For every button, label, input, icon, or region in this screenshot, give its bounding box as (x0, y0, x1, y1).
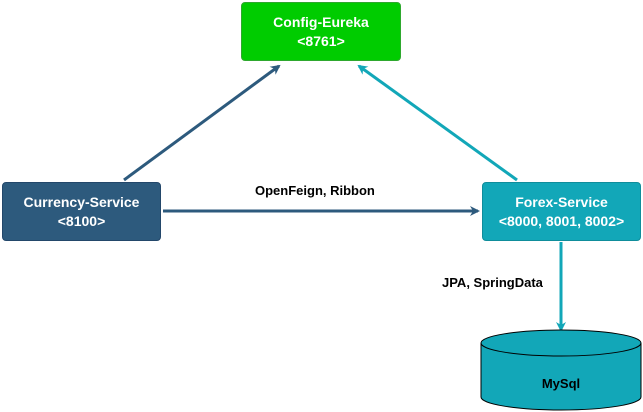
node-forex-service: Forex-Service <8000, 8001, 8002> (482, 182, 641, 241)
node-forex-service-port: <8000, 8001, 8002> (498, 212, 625, 229)
database-cylinder (480, 329, 642, 411)
edge-currency-to-eureka (123, 64, 281, 182)
edge-label-jpa-springdata: JPA, SpringData (442, 275, 543, 290)
node-config-eureka-port: <8761> (297, 32, 345, 49)
node-currency-service-name: Currency-Service (23, 193, 140, 210)
edge-label-openfeign-ribbon: OpenFeign, Ribbon (255, 183, 375, 198)
node-config-eureka-name: Config-Eureka (273, 13, 369, 30)
node-currency-service: Currency-Service <8100> (2, 182, 161, 241)
node-forex-service-name: Forex-Service (515, 193, 608, 210)
node-currency-service-port: <8100> (57, 212, 106, 229)
node-config-eureka: Config-Eureka <8761> (241, 2, 401, 61)
edge-forex-to-eureka (357, 64, 518, 182)
database-label: MySql (541, 376, 581, 391)
